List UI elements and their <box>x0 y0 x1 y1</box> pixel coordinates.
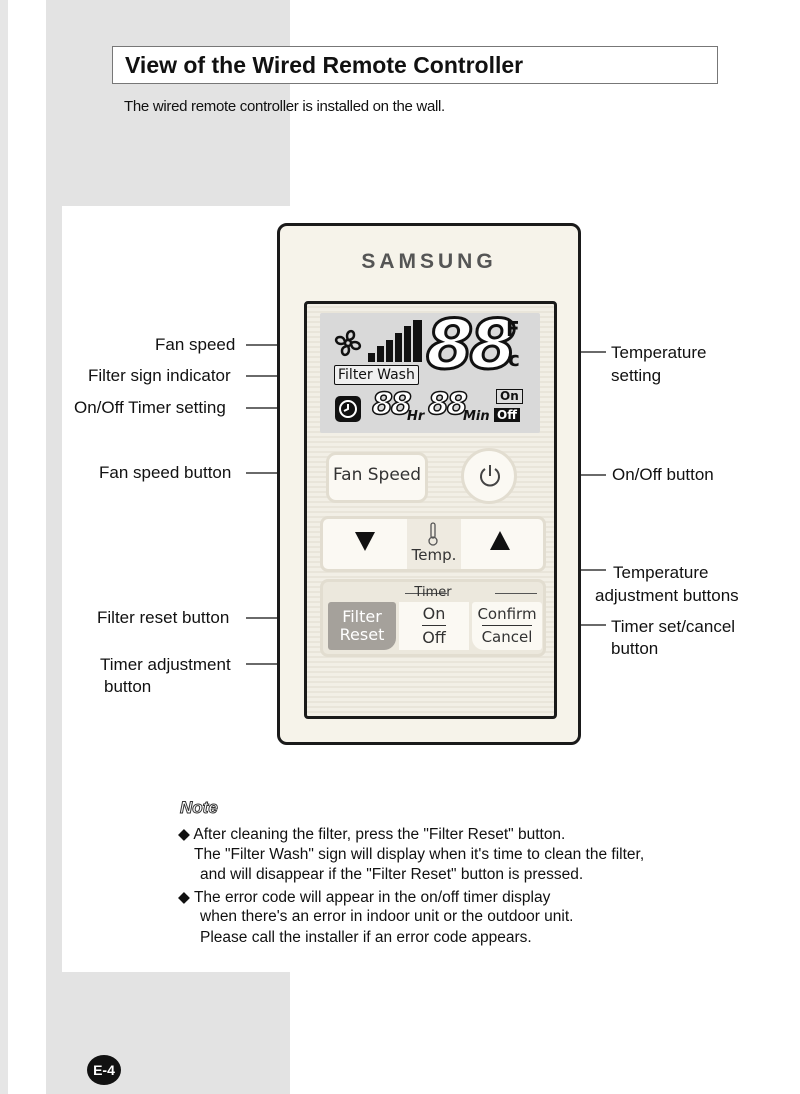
page-title: View of the Wired Remote Controller <box>125 52 524 78</box>
timer-rule-right <box>495 593 537 594</box>
power-icon <box>480 465 500 487</box>
callout-timer-setcancel-1: Timer set/cancel <box>611 617 736 636</box>
fan-speed-button-label: Fan Speed <box>332 465 422 485</box>
remote-controller: SAMSUNG <box>277 223 581 745</box>
fan-speed-bars-icon <box>368 320 422 362</box>
callout-timer-adjust-2: button <box>104 677 152 696</box>
on-indicator: On <box>496 389 523 404</box>
callout-filter-sign: Filter sign indicator <box>88 366 231 385</box>
page-edge <box>0 0 8 1094</box>
note-line: Please call the installer if an error co… <box>200 929 532 946</box>
page-subtitle: The wired remote controller is installed… <box>124 98 445 115</box>
callout-onoff-timer: On/Off Timer setting <box>74 398 226 417</box>
timer-on-label: On <box>422 604 446 623</box>
temperature-digits: 88 <box>425 305 519 387</box>
note-title: Note <box>180 798 219 818</box>
power-button[interactable] <box>461 448 517 504</box>
note-line: and will disappear if the "Filter Reset"… <box>200 866 584 883</box>
confirm-label: Confirm <box>477 605 537 623</box>
filter-reset-label-2: Reset <box>339 625 385 644</box>
timer-button-group: Timer Filter Reset On Off Confirm Cancel <box>320 579 546 657</box>
cancel-label: Cancel <box>481 628 533 646</box>
filter-reset-label-1: Filter <box>342 607 382 626</box>
note-line: The "Filter Wash" sign will display when… <box>194 846 645 863</box>
callout-temp-setting-2: setting <box>611 366 662 385</box>
arrow-up-icon[interactable] <box>488 529 512 553</box>
callout-timer-adjust-1: Timer adjustment <box>100 655 231 674</box>
thermometer-icon <box>428 522 438 546</box>
clock-icon <box>335 396 361 422</box>
filter-reset-button[interactable]: Filter Reset <box>328 602 396 650</box>
note-line: when there's an error in indoor unit or … <box>200 908 574 925</box>
callout-temp-adjust-1: Temperature <box>613 563 709 582</box>
temp-center-panel <box>407 519 461 569</box>
callout-onoff-button: On/Off button <box>612 465 714 484</box>
callout-fan-speed-button: Fan speed button <box>99 463 232 482</box>
hours-label: Hr <box>407 409 425 424</box>
brand-logo: SAMSUNG <box>361 250 497 273</box>
arrow-down-icon[interactable] <box>353 529 377 553</box>
minutes-label: Min <box>463 409 490 424</box>
unit-celsius: c <box>508 347 520 371</box>
callout-timer-setcancel-2: button <box>611 639 659 658</box>
callout-temp-setting-1: Temperature <box>611 343 707 362</box>
callout-temp-adjust-2: adjustment buttons <box>595 586 739 605</box>
timer-off-label: Off <box>422 628 446 647</box>
note-line: ◆ After cleaning the filter, press the "… <box>178 826 566 843</box>
onoff-divider <box>422 625 446 626</box>
note-line: ◆ The error code will appear in the on/o… <box>178 889 551 906</box>
fan-icon <box>334 329 362 357</box>
unit-fahrenheit: F <box>506 317 520 341</box>
off-indicator: Off <box>494 408 520 422</box>
timer-hours-digits: 88 <box>371 386 412 423</box>
timer-minutes-digits: 88 <box>427 386 468 423</box>
filter-wash-indicator: Filter Wash <box>334 365 419 385</box>
temperature-button-group: Temp. <box>320 516 546 572</box>
confirm-divider <box>482 625 532 626</box>
temp-label: Temp. <box>411 546 457 564</box>
title-box: View of the Wired Remote Controller <box>112 46 718 84</box>
control-panel: 88 F c Filter Wash 88 Hr 88 Min On Off F… <box>304 301 557 719</box>
timer-onoff-button[interactable]: On Off <box>399 602 469 650</box>
callout-fan-speed: Fan speed <box>155 335 236 354</box>
lcd-display: 88 F c Filter Wash 88 Hr 88 Min On Off <box>320 305 540 433</box>
timer-label: Timer <box>414 585 452 600</box>
confirm-cancel-button[interactable]: Confirm Cancel <box>472 602 542 650</box>
callout-filter-reset: Filter reset button <box>97 608 230 627</box>
timer-rule-left <box>405 593 447 594</box>
fan-speed-button[interactable]: Fan Speed <box>326 452 428 503</box>
page-number: E-4 <box>87 1055 121 1085</box>
